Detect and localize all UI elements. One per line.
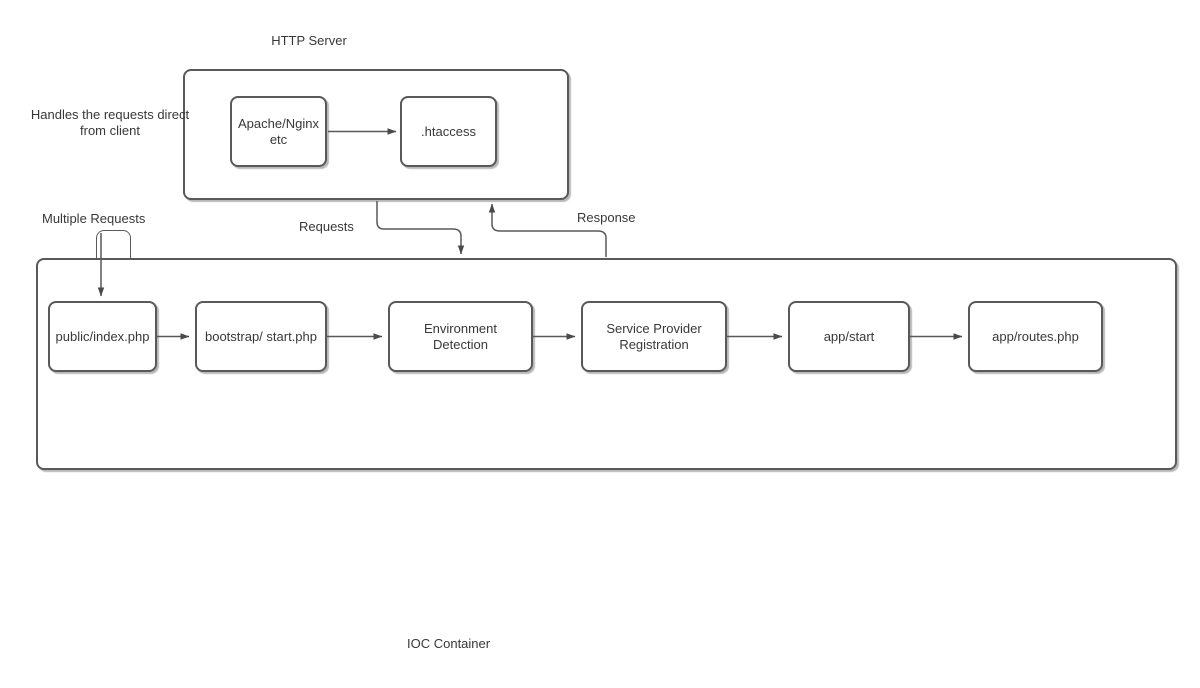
edge-requests-http-to-ioc xyxy=(376,201,465,255)
node-service-provider-registration: Service Provider Registration xyxy=(581,301,727,372)
node-apache-nginx: Apache/Nginx etc xyxy=(230,96,327,167)
node-environment-detection-label: Environment Detection xyxy=(424,320,497,352)
node-htaccess-label: .htaccess xyxy=(421,123,476,139)
node-app-start: app/start xyxy=(788,301,910,372)
node-bootstrap-start-php-label: bootstrap/ start.php xyxy=(204,328,317,344)
node-app-routes-php-label: app/routes.php xyxy=(992,328,1079,344)
node-bootstrap-start-php: bootstrap/ start.php xyxy=(195,301,327,372)
node-service-provider-registration-label: Service Provider Registration xyxy=(606,320,702,352)
response-label: Response xyxy=(577,210,636,225)
node-app-start-label: app/start xyxy=(823,328,875,344)
node-environment-detection: Environment Detection xyxy=(388,301,533,372)
http-server-annotation: Handles the requests direct from client xyxy=(30,107,190,138)
node-public-index-php-label: public/index.php xyxy=(55,328,150,344)
ioc-container-title: IOC Container xyxy=(407,636,491,651)
http-server-title: HTTP Server xyxy=(271,33,347,48)
node-public-index-php: public/index.php xyxy=(48,301,157,372)
node-htaccess: .htaccess xyxy=(400,96,497,167)
multiple-requests-connector-bump xyxy=(96,230,131,258)
requests-label: Requests xyxy=(299,219,354,234)
node-apache-nginx-label: Apache/Nginx etc xyxy=(238,115,319,147)
multiple-requests-label: Multiple Requests xyxy=(42,211,146,226)
node-app-routes-php: app/routes.php xyxy=(968,301,1103,372)
